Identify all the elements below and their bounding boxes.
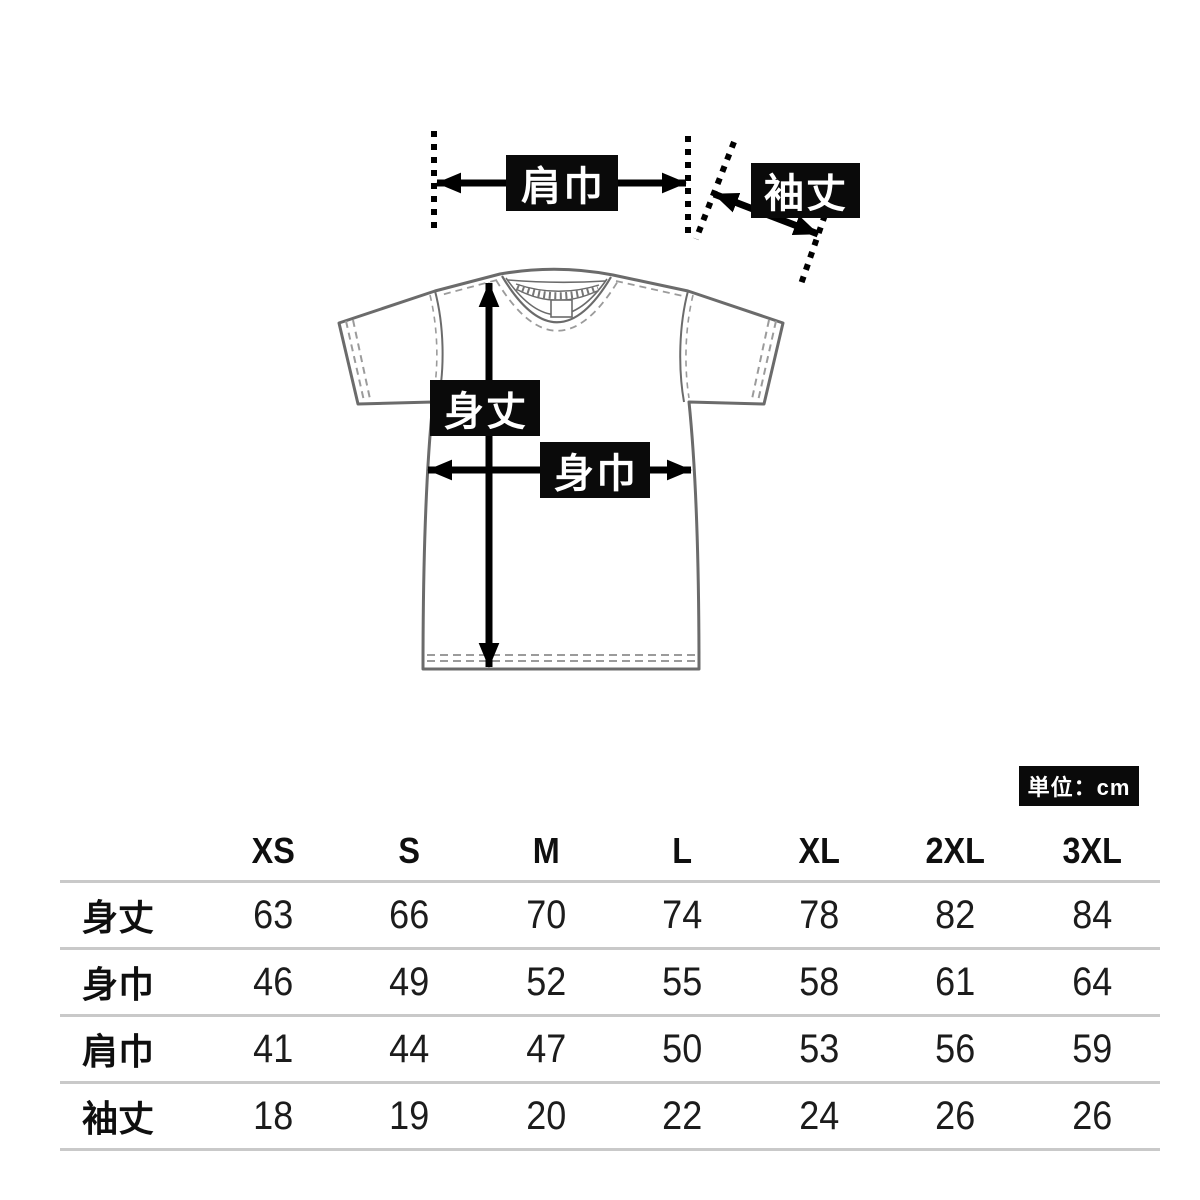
size-value-cell: 74 (662, 892, 703, 937)
size-value-cell: 52 (526, 959, 567, 1004)
collar-back-inner (507, 279, 606, 284)
body-width-label: 身巾 (540, 442, 650, 498)
left-shoulder-stitch (440, 279, 498, 296)
unit-badge: 単位：cm (1019, 766, 1139, 806)
size-value-cell: 20 (526, 1093, 567, 1138)
table-row-sleeve-length: 袖丈 18 19 20 22 24 26 26 (60, 1081, 1160, 1151)
guide-lines (431, 131, 845, 285)
size-table-header-row: XS S M L XL 2XL 3XL (60, 822, 1160, 880)
size-value-cell: 58 (798, 959, 839, 1004)
sleeve-guide-inner (693, 140, 737, 241)
body-length-label: 身丈 (430, 380, 540, 436)
size-value-cell: 61 (935, 959, 976, 1004)
size-value-cell: 22 (662, 1093, 703, 1138)
shoulder-width-label-text: 肩巾 (521, 164, 605, 209)
size-table: XS S M L XL 2XL 3XL 身丈 63 66 70 74 78 82… (60, 822, 1160, 1151)
table-row-shoulder-width: 肩巾 41 44 47 50 53 56 59 (60, 1014, 1160, 1081)
right-sleeve-stitch-1 (757, 320, 777, 402)
left-sleeve-stitch-1 (345, 320, 365, 402)
row-label: 身丈 (82, 897, 155, 938)
sleeve-length-label-text: 袖丈 (764, 172, 848, 216)
size-value-cell: 26 (935, 1093, 976, 1138)
size-value-cell: 19 (389, 1093, 430, 1138)
size-value-cell: 53 (798, 1026, 839, 1071)
size-value-cell: 82 (935, 892, 976, 937)
size-column-header: 2XL (925, 830, 986, 871)
row-label: 袖丈 (82, 1098, 155, 1139)
body-width-label-text: 身巾 (554, 452, 638, 496)
sleeve-guide-outer (798, 165, 845, 285)
sleeve-length-label: 袖丈 (751, 163, 860, 218)
right-armhole-seam (679, 290, 689, 403)
size-value-cell: 64 (1071, 959, 1112, 1004)
size-value-cell: 41 (253, 1026, 294, 1071)
size-value-cell: 44 (389, 1026, 430, 1071)
size-value-cell: 26 (1071, 1093, 1112, 1138)
table-row-body-length: 身丈 63 66 70 74 78 82 84 (60, 880, 1160, 947)
size-diagram: 肩巾 袖丈 身丈 身巾 (337, 131, 860, 671)
size-value-cell: 49 (389, 959, 430, 1004)
table-row-body-width: 身巾 46 49 52 55 58 61 64 (60, 947, 1160, 1014)
size-value-cell: 24 (798, 1093, 839, 1138)
size-value-cell: 63 (253, 892, 294, 937)
size-column-header: S (398, 830, 421, 871)
size-value-cell: 70 (526, 892, 567, 937)
size-value-cell: 50 (662, 1026, 703, 1071)
body-length-label-text: 身丈 (444, 390, 528, 434)
size-value-cell: 66 (389, 892, 430, 937)
neck-label (550, 299, 573, 318)
size-value-cell: 84 (1071, 892, 1112, 937)
size-value-cell: 55 (662, 959, 703, 1004)
collar-front-outer (501, 275, 612, 324)
shoulder-width-label: 肩巾 (506, 155, 618, 211)
size-column-header: L (672, 830, 693, 871)
row-label: 身巾 (82, 964, 155, 1005)
size-value-cell: 56 (935, 1026, 976, 1071)
size-column-header: 3XL (1062, 830, 1122, 871)
size-value-cell: 78 (798, 892, 839, 937)
size-value-cell: 59 (1071, 1026, 1112, 1071)
row-label: 肩巾 (82, 1031, 155, 1072)
size-value-cell: 18 (253, 1093, 294, 1138)
size-column-header: XS (251, 830, 295, 871)
size-value-cell: 46 (253, 959, 294, 1004)
right-sleeve-stitch-2 (751, 319, 770, 400)
measure-labels: 肩巾 袖丈 身丈 身巾 (430, 155, 860, 498)
size-column-header: XL (798, 830, 840, 871)
collar-stitch-dashed (495, 279, 619, 332)
size-column-header: M (532, 830, 560, 871)
size-value-cell: 47 (526, 1026, 567, 1071)
left-sleeve-stitch-2 (352, 319, 371, 400)
right-armhole-stitch (685, 294, 694, 399)
